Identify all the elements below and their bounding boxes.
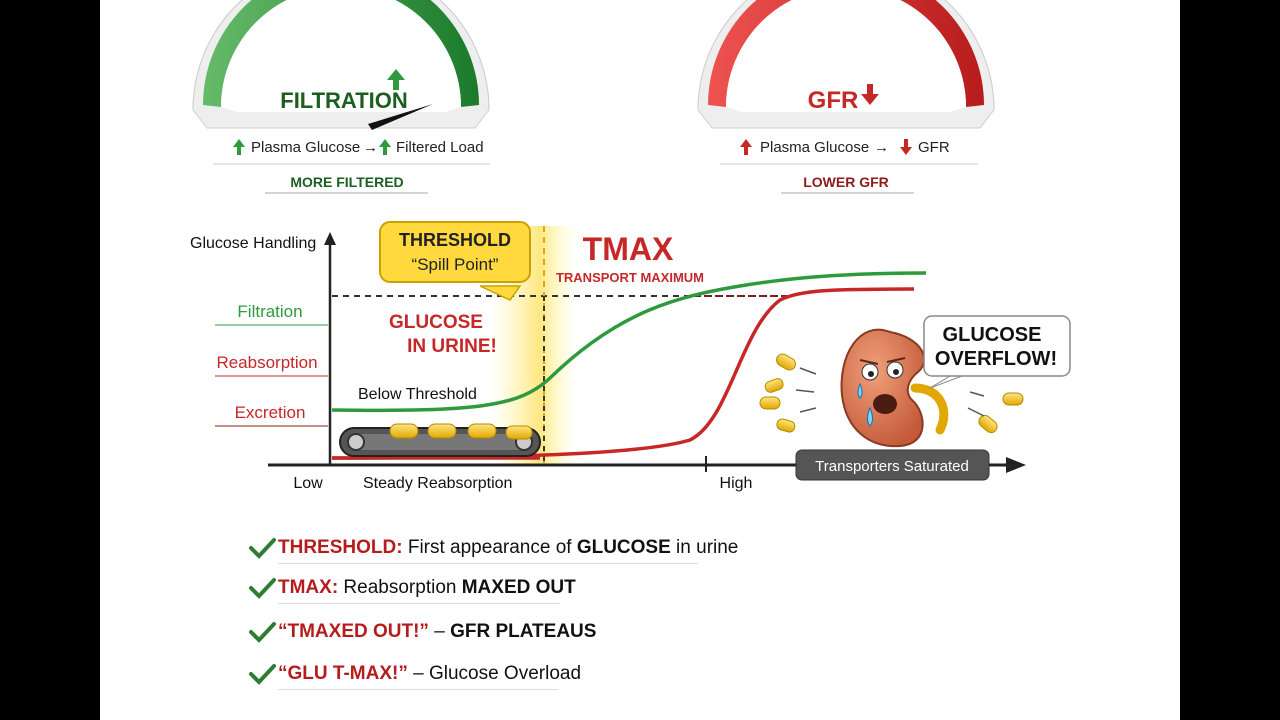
diagram-svg: FILTRATION Plasma Glucose → Filtered Loa… (190, 0, 1071, 492)
row-label-filtration: Filtration (237, 302, 302, 321)
checklist-tail: in urine (670, 537, 739, 558)
down-arrow-icon (900, 139, 912, 155)
steady-reabsorption-label: Steady Reabsorption (363, 475, 512, 492)
checklist-bold: MAXED OUT (461, 577, 576, 598)
row-underline (278, 563, 698, 564)
checkmark-icon (249, 622, 276, 643)
row-underline (278, 603, 560, 604)
row-underline (278, 689, 558, 690)
conveyor-belt-icon (339, 423, 541, 457)
gfr-caption: Plasma Glucose → GFR (740, 139, 950, 156)
checklist-bold: GFR PLATEAUS (450, 621, 597, 642)
gfr-caption-left: Plasma Glucose (760, 139, 869, 156)
checklist-item: TMAX: Reabsorption MAXED OUT (248, 568, 768, 608)
sad-kidney-icon (840, 328, 949, 448)
up-arrow-icon (740, 139, 752, 155)
overflow-bubble-line1: GLUCOSE (943, 324, 1042, 346)
down-arrow-icon (861, 84, 879, 105)
glucose-capsule-icon (759, 353, 1024, 434)
checklist-bold: GLUCOSE (576, 537, 671, 558)
threshold-callout-title: THRESHOLD (399, 230, 511, 250)
glucose-in-urine-line2: IN URINE! (407, 336, 497, 357)
transporters-saturated-badge: Transporters Saturated (795, 449, 990, 481)
gfr-gauge: GFR (697, 0, 995, 129)
infographic-canvas: FILTRATION Plasma Glucose → Filtered Loa… (100, 0, 1180, 720)
filtration-caption-right: Filtered Load (396, 139, 484, 156)
checklist-text: THRESHOLD: First appearance of GLUCOSE i… (278, 537, 738, 559)
up-arrow-icon (379, 139, 391, 155)
checklist-key: “TMAXED OUT!” (278, 621, 429, 642)
filtration-footer: MORE FILTERED (290, 174, 403, 190)
below-threshold-label: Below Threshold (358, 386, 477, 403)
checklist-rest: First appearance of (402, 537, 577, 558)
tmax-title: TMAX (583, 231, 674, 267)
checklist-item: THRESHOLD: First appearance of GLUCOSE i… (248, 528, 768, 568)
row-label-reabsorption: Reabsorption (216, 353, 317, 372)
gfr-footer: LOWER GFR (803, 174, 889, 190)
checklist-key: THRESHOLD: (278, 537, 403, 558)
checkmark-icon (249, 538, 276, 559)
y-axis-arrow (324, 232, 336, 245)
needle-icon (368, 104, 433, 130)
checklist-key: “GLU T-MAX!” (278, 663, 408, 684)
x-tick-label-high: High (720, 475, 753, 492)
row-label-excretion: Excretion (235, 403, 306, 422)
checklist-item: “GLU T-MAX!” – Glucose Overload (248, 654, 768, 694)
overflow-bubble-line2: OVERFLOW! (935, 348, 1057, 370)
glucose-overflow-bubble: GLUCOSE OVERFLOW! (923, 315, 1071, 389)
threshold-callout-subtitle: “Spill Point” (412, 255, 499, 274)
up-arrow-icon (233, 139, 245, 155)
checklist-key: TMAX: (278, 577, 339, 598)
right-arrow-glyph: → (874, 139, 889, 156)
checklist-rest: – Glucose Overload (407, 663, 582, 684)
x-tick-label-low: Low (293, 475, 323, 492)
glucose-in-urine-line1: GLUCOSE (389, 312, 483, 333)
key-points-checklist: THRESHOLD: First appearance of GLUCOSE i… (248, 528, 768, 694)
filtration-gauge-title: FILTRATION (280, 88, 408, 113)
checklist-item: “TMAXED OUT!” – GFR PLATEAUS (248, 612, 768, 652)
motion-lines (795, 367, 985, 417)
filtration-caption: Plasma Glucose → Filtered Load (233, 139, 484, 156)
checklist-text: “GLU T-MAX!” – Glucose Overload (278, 663, 581, 685)
checklist-text: “TMAXED OUT!” – GFR PLATEAUS (278, 621, 596, 643)
gfr-caption-right: GFR (918, 139, 950, 156)
filtration-curve (331, 271, 927, 413)
transporters-saturated-label: Transporters Saturated (815, 458, 969, 475)
filtration-caption-left: Plasma Glucose (251, 139, 360, 156)
y-axis-title: Glucose Handling (190, 235, 316, 252)
checklist-text: TMAX: Reabsorption MAXED OUT (278, 577, 576, 599)
checklist-rest: – (428, 621, 451, 642)
checkmark-icon (249, 578, 276, 599)
right-arrow-glyph: → (363, 139, 378, 156)
checkmark-icon (249, 664, 276, 685)
checklist-rest: Reabsorption (338, 577, 462, 598)
filtration-gauge: FILTRATION (192, 0, 490, 130)
threshold-callout: THRESHOLD “Spill Point” (379, 221, 531, 301)
gfr-gauge-title: GFR (808, 87, 859, 114)
x-axis-arrow (1006, 457, 1026, 473)
up-arrow-icon (387, 69, 405, 90)
tmax-subtitle: TRANSPORT MAXIMUM (556, 270, 704, 285)
